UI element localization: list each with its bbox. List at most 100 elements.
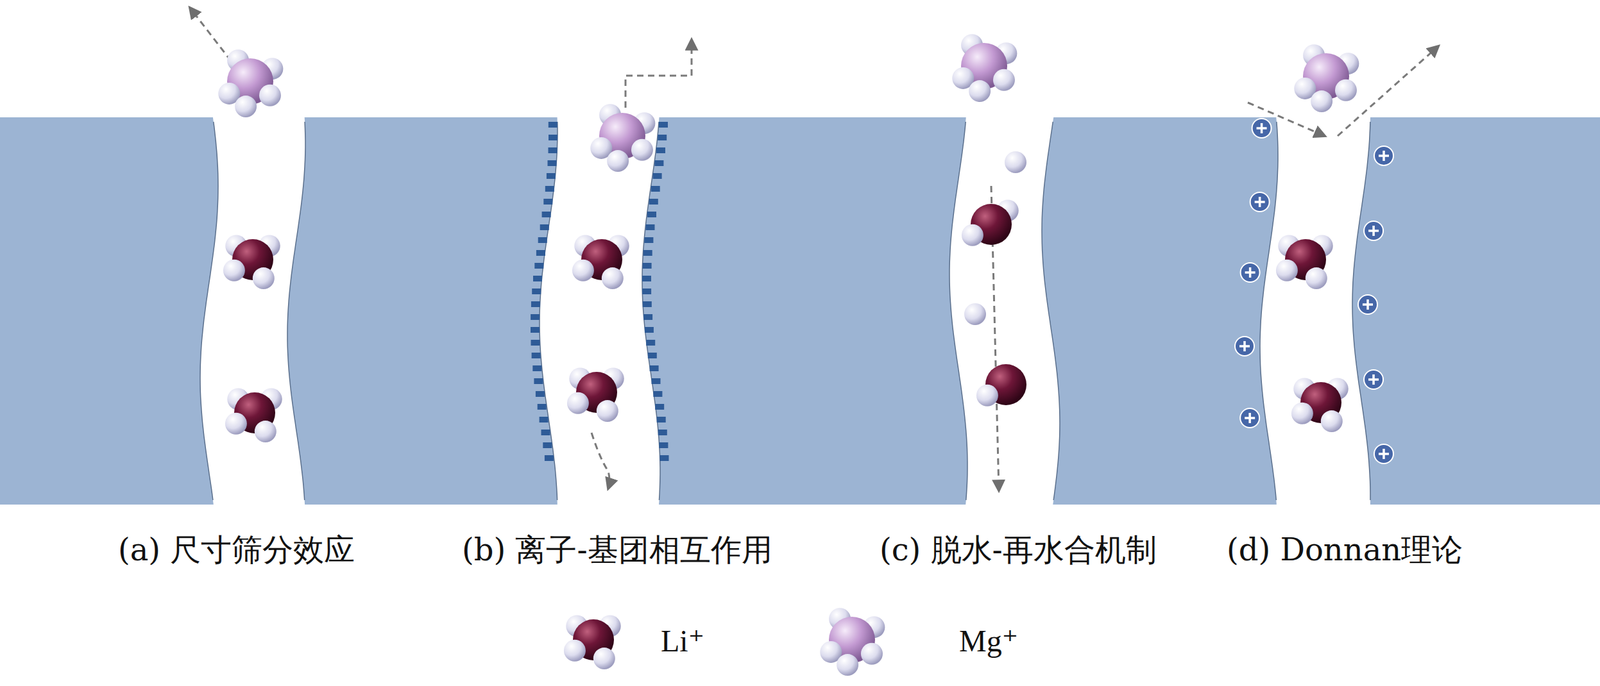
water-molecule: [1305, 267, 1328, 290]
positive-charge: [1256, 123, 1268, 134]
functional-group: [532, 365, 542, 372]
pore-wall: [200, 121, 219, 501]
pore-wall: [287, 121, 306, 501]
water-molecule: [593, 647, 616, 670]
functional-group: [534, 263, 544, 269]
functional-group: [646, 224, 656, 231]
positive-charge: [1368, 225, 1379, 237]
positive-charge: [1239, 341, 1250, 352]
functional-group: [651, 378, 661, 385]
functional-group: [656, 147, 666, 154]
water-molecule: [993, 69, 1015, 92]
pass-arrow: [591, 433, 610, 489]
panel-caption: (d) Donnan理论: [1226, 531, 1463, 570]
water-molecule: [572, 259, 595, 282]
functional-group: [656, 417, 666, 423]
functional-group: [537, 404, 547, 410]
positive-charge: [1374, 444, 1394, 464]
functional-group: [538, 237, 548, 244]
water-molecule: [567, 392, 589, 415]
water-molecule: [254, 420, 277, 443]
functional-group: [642, 275, 652, 282]
lithium-ion: [1291, 377, 1349, 433]
water-molecule: [234, 95, 257, 118]
functional-group: [530, 314, 540, 321]
panel-caption: (a) 尺寸筛分效应: [118, 531, 355, 570]
functional-group: [533, 275, 543, 282]
functional-group: [647, 352, 657, 359]
water-molecule: [1310, 90, 1333, 113]
water-molecule: [968, 80, 991, 103]
positive-charge: [1368, 374, 1379, 385]
lithium-ion: [572, 234, 630, 290]
functional-group: [531, 340, 541, 346]
functional-group: [542, 442, 552, 449]
positive-charge: [1245, 267, 1256, 278]
legend-label: Mg⁺: [959, 622, 1019, 661]
functional-group: [649, 365, 659, 372]
lithium-ion: [976, 364, 1027, 407]
functional-group: [660, 455, 670, 462]
rejection-arrow: [625, 39, 692, 108]
lithium-ion: [961, 199, 1019, 246]
positive-charge: [1363, 370, 1384, 390]
positive-charge: [1252, 118, 1272, 138]
functional-group: [642, 288, 652, 295]
water-molecule: [223, 259, 246, 282]
functional-group: [642, 263, 652, 269]
functional-group: [531, 288, 541, 295]
water-molecule: [601, 267, 624, 290]
positive-charge: [1240, 263, 1260, 283]
functional-group: [531, 301, 541, 308]
functional-group: [544, 455, 554, 462]
water-molecule: [1335, 79, 1357, 102]
water-molecule: [259, 84, 281, 107]
functional-group: [539, 417, 549, 423]
legend-label: Li⁺: [660, 622, 705, 661]
lithium-ion: [1276, 234, 1334, 290]
water-molecule: [606, 150, 629, 172]
positive-charge: [1378, 150, 1389, 162]
water-molecule: [563, 640, 586, 663]
pore-channel: [539, 109, 661, 507]
functional-group: [653, 173, 663, 179]
functional-group: [541, 429, 551, 436]
positive-charge: [1374, 146, 1394, 166]
functional-group: [533, 378, 543, 385]
functional-group: [646, 340, 656, 346]
water-molecule: [1291, 402, 1314, 425]
functional-group: [643, 250, 653, 256]
positive-charge: [1250, 192, 1270, 212]
pore-wall: [539, 121, 558, 501]
functional-group: [548, 134, 558, 141]
functional-group: [531, 352, 541, 359]
water-molecule: [596, 400, 619, 423]
functional-group: [658, 121, 668, 128]
functional-group: [540, 224, 550, 231]
positive-charge: [1358, 295, 1378, 315]
functional-group: [651, 186, 661, 192]
pore-wall: [1259, 121, 1278, 501]
water-molecule: [976, 384, 999, 407]
functional-group: [548, 121, 558, 128]
functional-group: [647, 211, 657, 218]
water-molecule: [860, 643, 883, 666]
positive-charge: [1234, 336, 1255, 357]
pore-wall: [1041, 121, 1060, 501]
water-molecule: [964, 303, 987, 326]
lithium-ion: [223, 234, 281, 290]
pore-channel: [949, 109, 1060, 507]
functional-group: [654, 160, 664, 167]
magnesium-ion: [590, 103, 656, 172]
water-molecule: [836, 654, 859, 677]
positive-charge: [1240, 408, 1260, 428]
water-molecule: [1004, 151, 1027, 174]
positive-charge: [1363, 221, 1384, 241]
functional-group: [547, 160, 557, 167]
lithium-ion: [563, 615, 622, 670]
functional-group: [536, 250, 546, 256]
functional-group: [644, 327, 654, 333]
pore-channel: [200, 109, 306, 507]
functional-group: [535, 391, 545, 398]
pore-channel: [1259, 109, 1371, 507]
